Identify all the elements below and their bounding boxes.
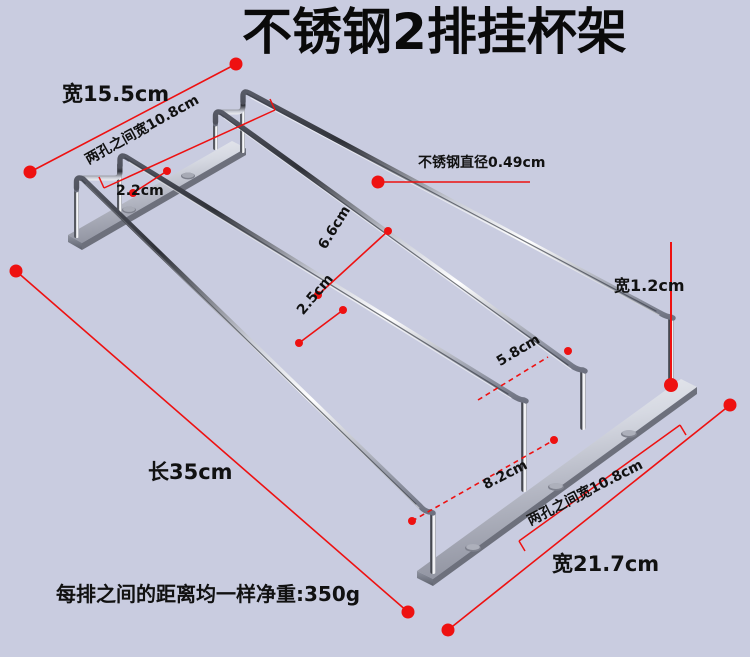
wire-rails: [73, 89, 676, 516]
endpoint-dot: [664, 378, 678, 392]
endpoint-dot: [371, 175, 385, 189]
endpoint-dot: [163, 167, 171, 175]
vertical-posts-front: [430, 317, 674, 574]
endpoint-dot: [408, 517, 416, 525]
endpoint-dot: [401, 605, 415, 619]
dimension-endpoints: [9, 57, 737, 637]
dim-line-width-217: [447, 404, 731, 631]
endpoint-dot: [441, 623, 455, 637]
label-spacing-and-weight-note: 每排之间的距离均一样净重:350g: [56, 582, 361, 606]
dim-line-66: [317, 230, 389, 296]
label-bracket-width: 宽1.2cm: [614, 276, 685, 295]
endpoint-dot: [384, 227, 392, 235]
endpoint-dot: [23, 165, 37, 179]
endpoint-dot: [339, 306, 347, 314]
dim-line-holes-bottom: [518, 424, 681, 542]
endpoint-dot: [550, 436, 558, 444]
endpoint-dot: [723, 398, 737, 412]
label-overall-length: 长35cm: [148, 460, 233, 484]
endpoint-dot: [564, 347, 572, 355]
label-rail-spacing: 2.2cm: [116, 183, 164, 199]
dim-line-length-35: [15, 270, 409, 613]
dim-line-22: [132, 170, 168, 194]
dimension-lines: [15, 63, 731, 631]
label-overall-depth: 宽21.7cm: [552, 552, 660, 576]
dim-line-58: [477, 356, 549, 401]
mounting-plate-front: [417, 379, 697, 586]
mounting-plate-back: [68, 141, 246, 250]
endpoint-dot: [314, 291, 322, 299]
endpoint-dot: [129, 189, 137, 197]
dim-line-holes-top: [103, 109, 276, 189]
dim-line-width-155: [29, 63, 237, 173]
page-title: 不锈钢2排挂杯架: [242, 3, 627, 61]
label-overall-width: 宽15.5cm: [62, 82, 170, 106]
dim-line-82: [411, 439, 555, 522]
endpoint-dot: [9, 264, 23, 278]
rail-shadows: [81, 93, 657, 505]
dim-line-25: [298, 309, 344, 344]
endpoint-dot: [229, 57, 243, 71]
endpoint-dot: [295, 339, 303, 347]
label-wire-diameter: 不锈钢直径0.49cm: [418, 155, 546, 171]
